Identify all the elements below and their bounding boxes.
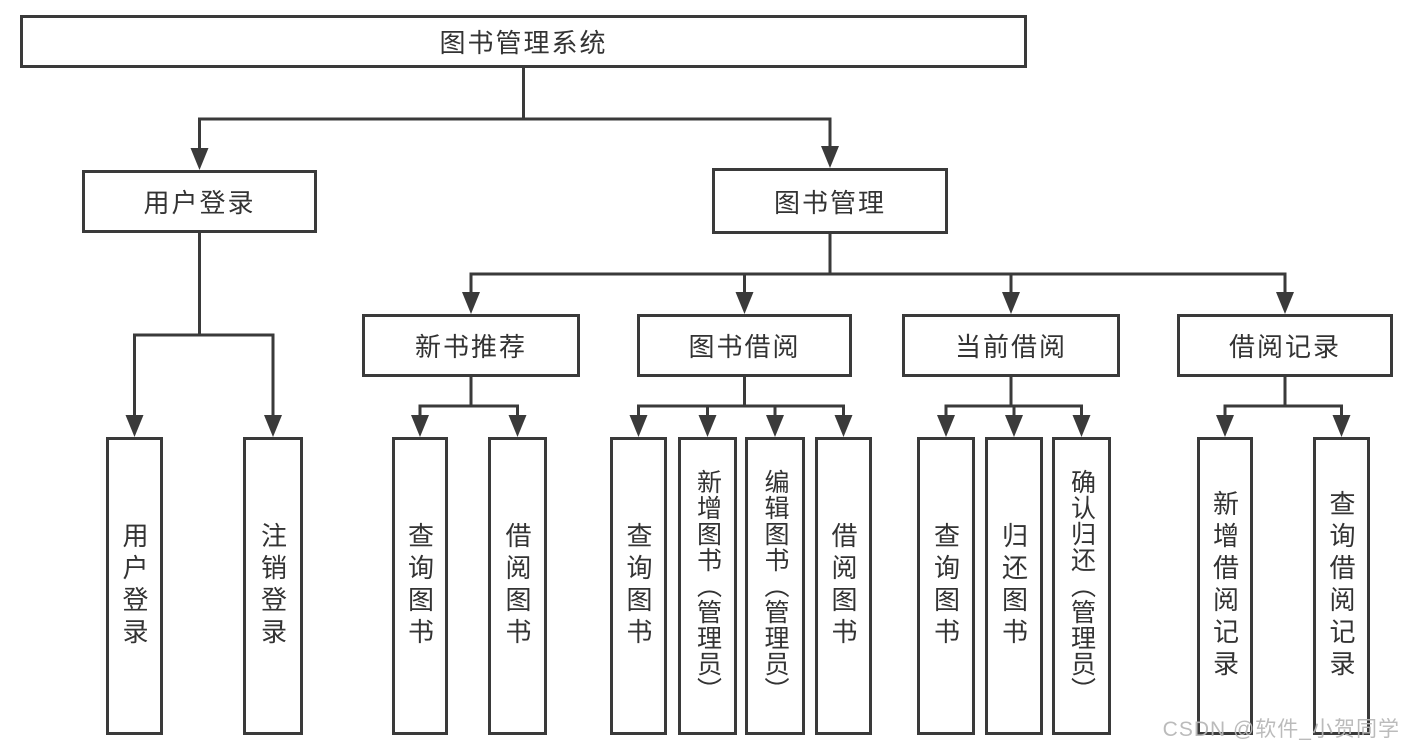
arrowhead-icon [834,415,853,437]
arrowhead-icon [821,146,839,168]
node-br-add: 新增借阅记录 [1197,437,1253,735]
arrowhead-icon [698,415,717,437]
node-v-logout: 注销登录 [243,437,303,735]
arrowhead-icon [1332,415,1351,437]
arrowhead-icon [1005,415,1023,437]
node-nb-borrow: 借阅图书 [488,437,547,735]
node-book-borrow: 图书借阅 [637,314,852,377]
node-bb-add: 新增图书（管理员） [678,437,737,735]
arrowhead-icon [1216,415,1234,437]
arrowhead-icon [766,415,784,437]
node-nb-query: 查询图书 [392,437,448,735]
arrowhead-icon [264,415,282,437]
arrowhead-icon [190,148,209,170]
arrowhead-icon [1072,415,1091,437]
arrowhead-icon [735,292,754,314]
node-current-borrow: 当前借阅 [902,314,1120,377]
node-root: 图书管理系统 [20,15,1027,68]
arrowhead-icon [411,415,429,437]
node-bb-edit: 编辑图书（管理员） [745,437,805,735]
node-br-query: 查询借阅记录 [1313,437,1370,735]
arrowhead-icon [508,415,527,437]
node-bb-borrow: 借阅图书 [815,437,872,735]
arrowhead-icon [1002,292,1020,314]
node-v-user-login: 用户登录 [106,437,163,735]
arrowhead-icon [629,415,648,437]
node-bb-query: 查询图书 [610,437,667,735]
arrowhead-icon [125,415,144,437]
arrowhead-icon [462,292,480,314]
node-new-book: 新书推荐 [362,314,580,377]
node-cb-return: 归还图书 [985,437,1043,735]
node-cb-confirm: 确认归还（管理员） [1052,437,1111,735]
arrowhead-icon [937,415,955,437]
node-user-login: 用户登录 [82,170,317,233]
arrowhead-icon [1276,292,1294,314]
node-borrow-record: 借阅记录 [1177,314,1393,377]
watermark: CSDN @软件_小贺同学 [1162,718,1400,741]
node-book-mgmt: 图书管理 [712,168,948,234]
node-cb-query: 查询图书 [917,437,975,735]
